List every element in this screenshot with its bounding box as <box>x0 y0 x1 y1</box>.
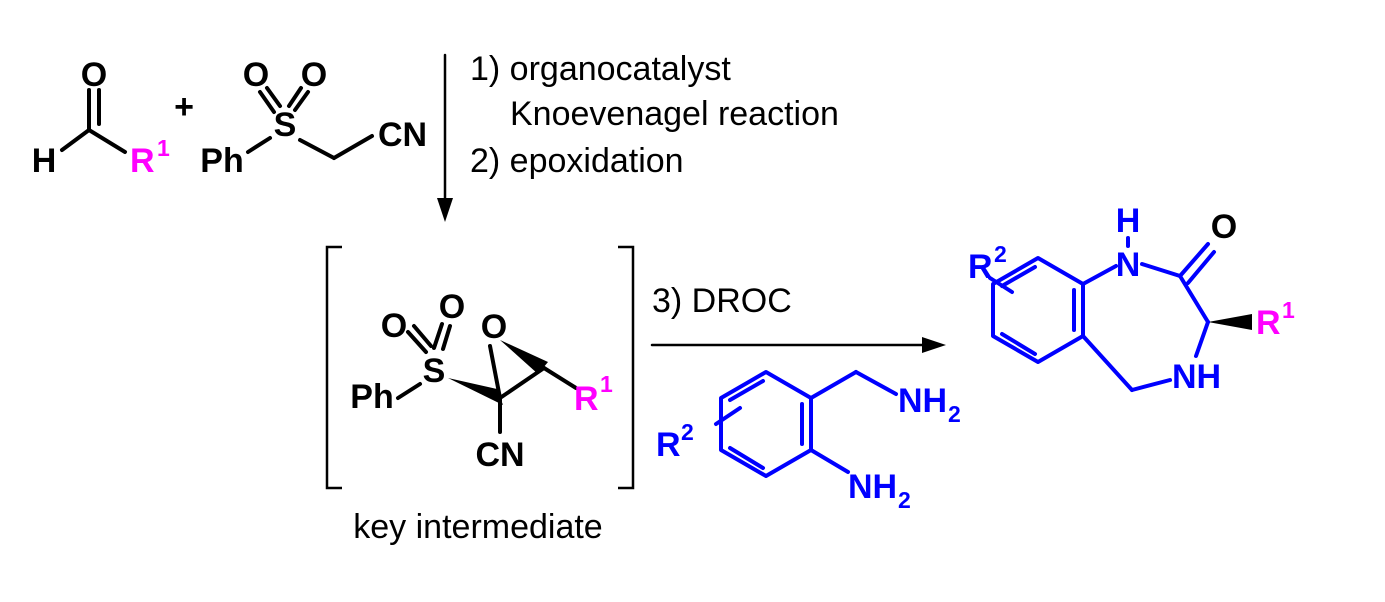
product-r2-superscript: 2 <box>994 241 1007 267</box>
aryl-nh2-bond <box>809 448 850 474</box>
epoxide-oxygen: O <box>481 308 507 346</box>
carbonyl-ca-bond <box>1178 274 1210 324</box>
ch2-aryl-bond <box>1081 334 1134 392</box>
aryl-n1-bond <box>1081 264 1118 286</box>
n1-carbonyl-bond <box>1140 262 1182 278</box>
aldehyde-hydrogen: H <box>32 142 57 180</box>
conditions-top: 1) organocatalyst Knoevenagel reaction 2… <box>470 50 839 180</box>
aminobenzylamine-ring <box>719 370 813 478</box>
sulfone-oxygen-2: O <box>301 56 327 94</box>
aminobenzylamine-inner-bond-2 <box>728 446 765 470</box>
ch2-cn-bond <box>332 134 374 160</box>
product-carbonyl-oxygen: O <box>1211 208 1237 246</box>
product-nh: NH <box>1172 358 1221 396</box>
intermediate-r-superscript: 1 <box>600 371 613 397</box>
so-bond-1a <box>258 90 276 114</box>
aldehyde-oxygen: O <box>81 56 107 94</box>
carbonyl-co-bond-2 <box>1186 250 1216 285</box>
product-r1-superscript: 1 <box>1282 297 1295 323</box>
int-s-c-wedge-bond <box>448 378 503 405</box>
epoxide-c2-o-wedge <box>500 340 548 374</box>
ch2-nh2-bond <box>854 370 898 396</box>
aldehyde-r-superscript: 1 <box>157 135 170 161</box>
nh-ch2-bond <box>1130 378 1172 392</box>
so-bond-2a <box>293 90 310 112</box>
aminobenzylamine-inner-bond-3 <box>728 379 765 402</box>
ca-nh-bond <box>1194 320 1210 358</box>
product-n1-hydrogen: H <box>1116 202 1141 240</box>
s-ph-bond <box>246 136 272 154</box>
so-bond-1b <box>265 86 282 108</box>
vertical-arrow <box>437 53 453 222</box>
intermediate-nitrile: CN <box>475 436 524 474</box>
carbonyl-co-bond-1 <box>1178 242 1210 278</box>
aminobenzylamine-reagent: R 2 NH 2 NH 2 <box>656 370 961 513</box>
sulfone-oxygen-1: O <box>243 56 269 94</box>
product-benzene-ring <box>991 256 1085 364</box>
aminobenzylamine-r-group: R <box>656 426 681 464</box>
int-so-bond-1a <box>406 330 428 354</box>
key-intermediate-label: key intermediate <box>353 508 602 546</box>
product-r2-bond <box>988 276 1014 294</box>
plus-sign: + <box>174 88 194 126</box>
sulfone-reactant: O O S Ph CN <box>200 56 427 180</box>
sulfone-sulfur: S <box>274 106 297 144</box>
epoxide-c1-o-bond <box>488 344 502 400</box>
horizontal-arrow <box>650 337 946 353</box>
benzodiazepinone-product: R 2 H N O R 1 NH <box>968 202 1295 396</box>
product-inner-bond-3 <box>1000 265 1037 288</box>
horizontal-arrow-head <box>922 337 946 353</box>
s-ch2-bond <box>298 138 336 160</box>
left-bracket <box>325 245 342 490</box>
aldehyde-ch-bond <box>60 128 91 152</box>
benzyl-amine-subscript: 2 <box>948 401 961 427</box>
intermediate-phenyl: Ph <box>350 378 393 416</box>
aldehyde-reactant: O H R 1 + <box>32 56 194 180</box>
ca-r1-wedge-bond <box>1208 314 1252 330</box>
product-n1: N <box>1116 246 1141 284</box>
product-r2-group: R <box>968 248 993 286</box>
epoxide-c2-r-bond <box>542 366 578 390</box>
condition-step-2: 2) epoxidation <box>470 142 684 180</box>
aminobenzylamine-r-superscript: 2 <box>681 419 694 445</box>
condition-step-1: 1) organocatalyst <box>470 50 731 88</box>
r2-substituent-bond <box>714 406 742 426</box>
aldehyde-cr-bond <box>87 128 127 154</box>
benzyl-amine-nh: NH <box>898 382 947 420</box>
product-inner-bond-2 <box>1000 332 1037 356</box>
epoxide-cc-bond <box>498 366 546 400</box>
aniline-amine-nh: NH <box>848 468 897 506</box>
intermediate-sulfur: S <box>423 352 446 390</box>
intermediate-r-group: R <box>574 380 599 418</box>
aniline-amine-subscript: 2 <box>898 487 911 513</box>
sulfone-phenyl: Ph <box>200 142 243 180</box>
intermediate-brackets <box>325 245 635 490</box>
int-so-bond-2b <box>441 324 452 351</box>
right-bracket <box>618 245 635 490</box>
product-r1-group: R <box>1256 304 1281 342</box>
benzyl-ch2-bond <box>809 370 858 400</box>
intermediate-sulfone-oxygen-2: O <box>439 288 465 326</box>
vertical-arrow-head <box>437 198 453 222</box>
key-intermediate: O O S Ph O R 1 CN <box>350 288 613 474</box>
int-s-ph-bond <box>396 382 422 400</box>
int-so-bond-2a <box>432 322 444 350</box>
intermediate-sulfone-oxygen-1: O <box>381 307 407 345</box>
condition-step-3: 3) DROC <box>652 282 792 320</box>
sulfone-nitrile: CN <box>378 116 427 154</box>
so-bond-2b <box>287 86 303 108</box>
int-so-bond-1b <box>412 324 433 348</box>
aldehyde-r-group: R <box>130 142 155 180</box>
condition-step-1b: Knoevenagel reaction <box>510 95 839 133</box>
